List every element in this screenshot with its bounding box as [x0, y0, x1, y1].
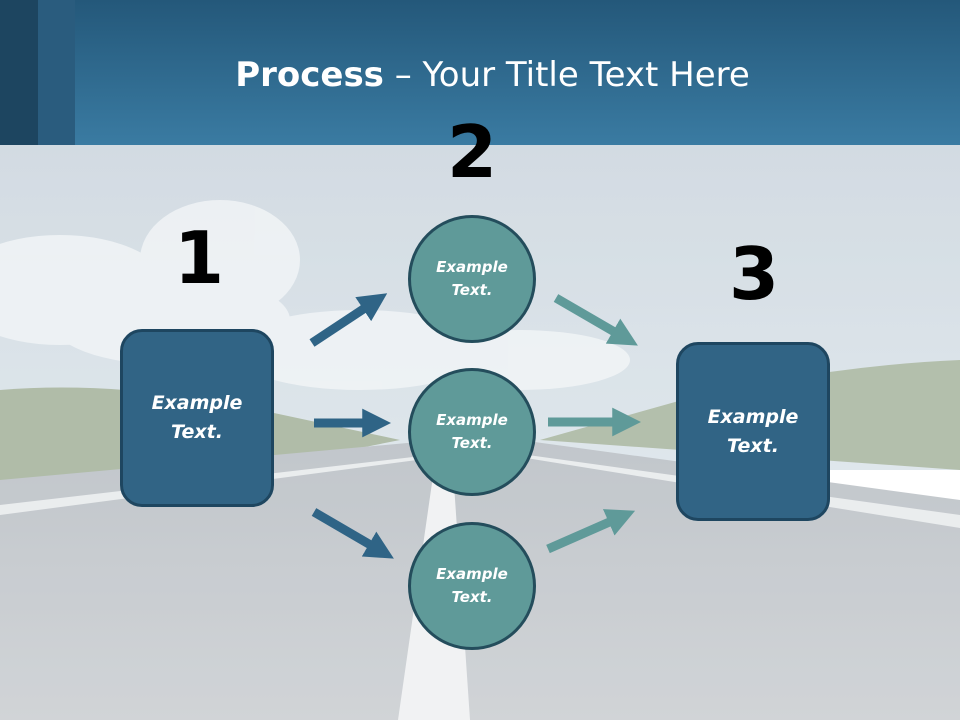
right-process-box: Example Text. [676, 342, 830, 521]
top-circle-text: Example Text. [436, 258, 508, 299]
header-accent-strip [38, 0, 75, 145]
arrow-to-top-circle [309, 293, 388, 347]
left-box-text: Example Text. [151, 392, 243, 443]
arrow-to-bottom-circle [311, 508, 394, 559]
bottom-circle-text: Example Text. [436, 565, 508, 606]
middle-circle-text: Example Text. [436, 411, 508, 452]
bottom-circle: Example Text. [408, 522, 536, 650]
step-number-1: 1 [173, 216, 225, 300]
header-accent-strip [0, 0, 38, 145]
left-process-box: Example Text. [120, 329, 274, 507]
arrow-bottom-to-right-box [546, 509, 636, 554]
header-band [0, 0, 960, 145]
step-number-3: 3 [728, 232, 780, 316]
middle-circle: Example Text. [408, 368, 536, 496]
step-number-2: 2 [446, 110, 498, 194]
title-rest: – Your Title Text Here [383, 55, 750, 95]
title-bold: Process [235, 55, 384, 95]
slide-title: Process – Your Title Text Here [0, 52, 960, 98]
top-circle: Example Text. [408, 215, 536, 343]
right-box-text: Example Text. [707, 405, 799, 457]
arrow-top-to-right-box [553, 294, 638, 346]
